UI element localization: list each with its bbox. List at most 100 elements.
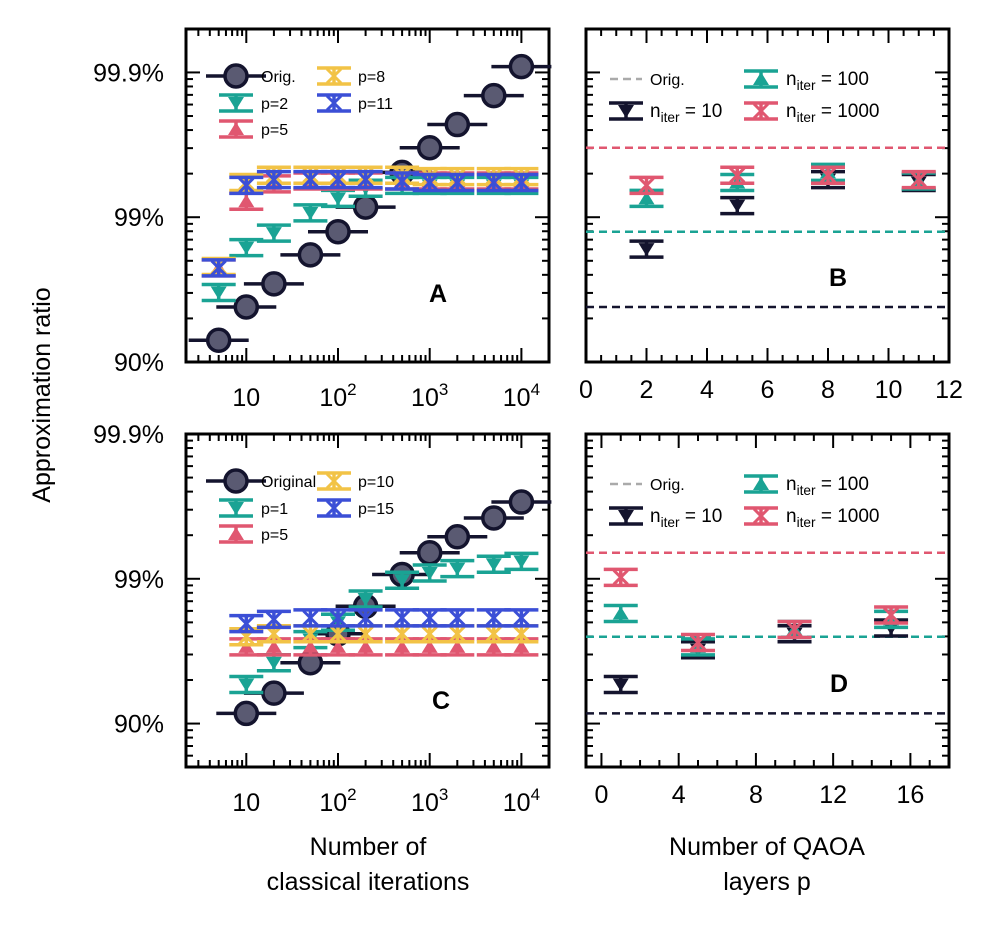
- panel-C-point-4-3: [320, 608, 355, 628]
- legend-marker-A-1-0: [317, 66, 351, 86]
- legend-label-B-1: niter = 100: [786, 69, 869, 93]
- panel-A-point-4-1: [229, 175, 264, 196]
- panel-C-point-4-0: [229, 613, 264, 634]
- panel-B-label: B: [829, 264, 847, 292]
- panel-C-ytick-2: 99.9%: [93, 421, 164, 449]
- legend-label-B-orig: Orig.: [650, 72, 685, 89]
- panel-C-point-4-6: [412, 608, 447, 628]
- panel-A-point-4-8: [440, 172, 475, 193]
- panel-A-series-1: [201, 175, 539, 303]
- legend-marker-D-1: [744, 474, 778, 494]
- legend-label-B-2: niter = 1000: [786, 101, 880, 125]
- panel-B-point-2-2: [811, 165, 845, 185]
- panel-A-point-0-3: [280, 242, 341, 268]
- panel-B-point-0-1: [720, 195, 755, 216]
- legend-marker-A-0-1: [219, 93, 253, 113]
- legend-label-A-1-0: p=8: [358, 69, 385, 86]
- panel-A-point-0-8: [427, 111, 488, 138]
- panel-C-xtick-2: 103: [411, 785, 448, 817]
- legend-marker-A-1-1: [317, 93, 351, 113]
- panel-B-point-0-0: [629, 239, 664, 259]
- panel-C-point-0-0: [216, 700, 277, 727]
- panel-B-series-2: [629, 165, 936, 196]
- panel-D-xtick-3: 12: [819, 781, 847, 809]
- panel-B-xtick-1: 2: [640, 376, 654, 404]
- panel-A-ytick-1: 99%: [114, 204, 164, 232]
- panel-A-point-0-0: [188, 327, 249, 354]
- panel-A-ytick-0: 90%: [114, 349, 164, 377]
- panel-C-point-4-8: [476, 608, 511, 628]
- panel-A-ytick-2: 99.9%: [93, 59, 164, 87]
- panel-A-frame: [184, 27, 551, 364]
- panel-A-point-1-2: [256, 223, 291, 243]
- legend-label-D-orig: Orig.: [650, 477, 685, 494]
- panel-A-point-0-10: [491, 53, 552, 80]
- legend-marker-C-1-1: [317, 498, 351, 518]
- panel-D-xtick-4: 16: [896, 781, 924, 809]
- panel-A-label: A: [429, 280, 447, 308]
- panel-A-point-0-4: [307, 218, 368, 245]
- panel-C-point-0-6: [399, 539, 460, 566]
- panel-C-point-1-4: [348, 589, 383, 609]
- x-axis-label-right-line2: layers p: [723, 868, 811, 896]
- panel-B-series-1: [629, 162, 936, 209]
- legend-label-C-0-2: p=5: [261, 527, 288, 544]
- legend-marker-C-0-0: [206, 468, 266, 494]
- legend-label-D-2: niter = 1000: [786, 506, 880, 530]
- panel-C-point-1-6: [412, 563, 447, 583]
- panel-D-series-0: [603, 618, 909, 695]
- panel-C-point-1-8: [476, 554, 511, 575]
- legend-label-A-0-1: p=2: [261, 96, 288, 113]
- legend-label-C-0-0: Original: [261, 474, 316, 491]
- panel-C-ytick-1: 99%: [114, 566, 164, 594]
- panel-A-point-4-0: [201, 258, 236, 278]
- panel-D-point-2-3: [874, 605, 909, 625]
- legend-label-C-1-1: p=15: [358, 501, 394, 518]
- legend-marker-B-1: [744, 69, 778, 89]
- panel-A-point-0-9: [463, 82, 524, 109]
- panel-B-point-2-1: [720, 165, 755, 185]
- panel-A-point-0-1: [216, 294, 277, 320]
- panel-A-point-1-0: [201, 282, 236, 303]
- panel-A-point-4-5: [348, 169, 383, 190]
- panel-B-xtick-2: 4: [700, 376, 714, 404]
- panel-A-xtick-2: 103: [411, 380, 448, 412]
- panel-D-series-2: [603, 567, 909, 653]
- panel-A-legend: Orig.p=2p=5p=8p=11: [206, 63, 393, 139]
- panel-D-xtick-1: 4: [672, 781, 686, 809]
- y-axis-label: Approximation ratio: [28, 287, 56, 502]
- panel-C-point-1-9: [504, 551, 539, 572]
- legend-label-B-0: niter = 10: [650, 101, 722, 125]
- panel-C-xtick-1: 102: [319, 785, 356, 817]
- panel-C-series-2: [229, 637, 539, 657]
- legend-marker-C-1-0: [317, 471, 351, 491]
- panel-C-point-1-0: [229, 674, 264, 695]
- panel-C-point-4-9: [504, 608, 539, 628]
- panel-A-point-1-1: [229, 237, 264, 258]
- panel-A-xtick-0: 10: [232, 384, 260, 412]
- panel-C-point-1-5: [385, 570, 420, 590]
- panel-D-xtick-0: 0: [594, 781, 608, 809]
- panel-A-series-4: [201, 169, 539, 278]
- panel-C-series-4: [229, 608, 539, 634]
- panel-B-xtick-6: 12: [935, 376, 963, 404]
- panel-C-point-0-8: [463, 505, 524, 531]
- legend-marker-C-0-1: [219, 498, 253, 518]
- x-axis-label-left-line2: classical iterations: [267, 868, 470, 896]
- panel-B-xtick-3: 6: [761, 376, 775, 404]
- legend-label-A-1-1: p=11: [358, 96, 393, 113]
- panel-C-point-4-2: [293, 608, 328, 628]
- panel-C-label: C: [432, 687, 450, 715]
- legend-marker-B-0: [609, 101, 643, 121]
- panel-A-point-2-1: [229, 191, 264, 212]
- panel-A-xtick-3: 104: [503, 380, 540, 412]
- panel-C-point-1-7: [440, 558, 475, 579]
- panel-D-xtick-2: 8: [749, 781, 763, 809]
